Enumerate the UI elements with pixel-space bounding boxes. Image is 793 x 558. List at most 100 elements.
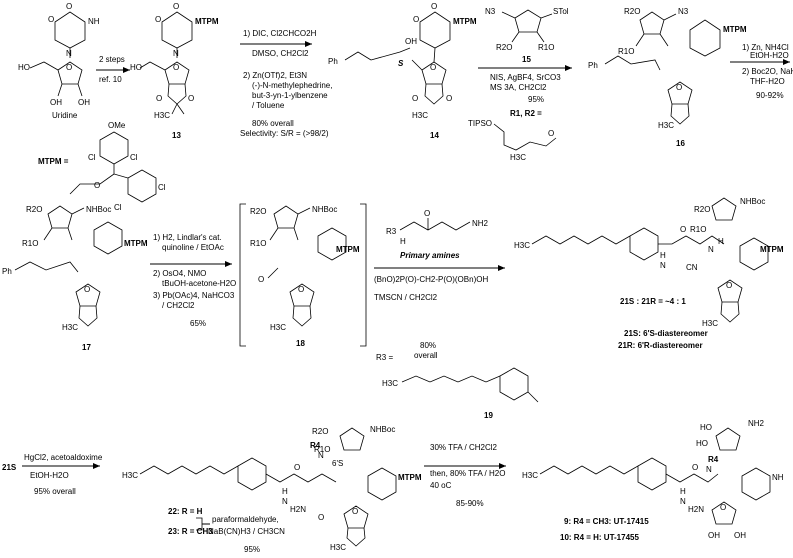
- c13-ring-o: O: [173, 63, 179, 72]
- c14-ph: Ph: [328, 57, 338, 66]
- compound-19-label: 19: [484, 411, 493, 420]
- step9-conditions: 30% TFA / CH2Cl2 then, 80% TFA / H2O 40 …: [430, 443, 505, 508]
- r15-n3: N3: [485, 7, 496, 16]
- c16-n3: N3: [678, 7, 689, 16]
- mtpm-definition: MTPM = OMe Cl Cl Cl Cl O: [38, 121, 166, 212]
- step5-conditions: 1) H2, Lindlar's cat. quinoline / EtOAc …: [153, 233, 236, 328]
- c16-ring-o: O: [676, 83, 682, 92]
- compound-23-label: 23: R = CH3: [168, 527, 213, 536]
- c22-nhboc: NHBoc: [370, 425, 395, 434]
- step1-line2: ref. 10: [99, 75, 122, 84]
- c22-r1o: R1O: [314, 445, 330, 454]
- mtpm-o: O: [94, 181, 100, 190]
- amine-o: O: [424, 209, 430, 218]
- final-10-label: 10: R4 = H: UT-17455: [560, 533, 639, 542]
- c21-r1o: R1O: [690, 225, 706, 234]
- r15-r1o: R1O: [538, 43, 554, 52]
- c17-nhboc: NHBoc: [86, 205, 111, 214]
- compound-16-structure: N3 R2O R1O Ph MTPM O H3C 16: [588, 7, 747, 148]
- compound-13-structure: O O MTPM N O HO O O H3C 13: [130, 2, 219, 140]
- c21-h: H: [660, 251, 666, 260]
- final-ring-o: O: [720, 503, 726, 512]
- uridine-oh2: OH: [78, 98, 90, 107]
- r15-r2o: R2O: [496, 43, 512, 52]
- compound-18-label: 18: [296, 339, 305, 348]
- svg-text:tBuOH-acetone-H2O: tBuOH-acetone-H2O: [162, 279, 236, 288]
- final-o: O: [692, 463, 698, 472]
- uridine-ring-o: O: [66, 63, 72, 72]
- c16-r1o: R1O: [618, 47, 634, 56]
- final-r4: R4: [708, 455, 719, 464]
- c21-n1: N: [660, 261, 666, 270]
- r15-stol: STol: [553, 7, 569, 16]
- step2-conditions: 1) DIC, Cl2CHCO2H DMSO, CH2Cl2 2) Zn(OTf…: [240, 29, 332, 138]
- compound-18-structure: NHBoc R2O R1O MTPM O O H3C 18: [239, 203, 367, 348]
- svg-text:HgCl2, acetoaldoxime: HgCl2, acetoaldoxime: [24, 453, 103, 462]
- svg-text:95%: 95%: [528, 95, 544, 104]
- svg-text:85-90%: 85-90%: [456, 499, 484, 508]
- mtpm-ome: OMe: [108, 121, 126, 130]
- c21-o: O: [680, 225, 686, 234]
- c14-stereo-s: S: [398, 59, 404, 68]
- c18-nhboc: NHBoc: [312, 205, 337, 214]
- step8-line1: paraformaldehyde,: [212, 515, 279, 524]
- final-nh2: NH2: [748, 419, 765, 428]
- svg-text:/ Toluene: / Toluene: [252, 101, 285, 110]
- step8-line2: NaB(CN)H3 / CH3CN: [208, 527, 285, 536]
- c21-r2o: R2O: [694, 205, 710, 214]
- svg-text:90-92%: 90-92%: [756, 91, 784, 100]
- c14-o3: O: [412, 94, 418, 103]
- c17-ring-o: O: [84, 285, 90, 294]
- step1-line1: 2 steps: [99, 55, 125, 64]
- c22-r4: R4: [310, 441, 321, 450]
- c13-ho: HO: [130, 63, 142, 72]
- step4-conditions: 1) Zn, NH4Cl EtOH-H2O 2) Boc2O, NaHCO3 T…: [742, 43, 793, 100]
- uridine-o2: O: [66, 2, 72, 11]
- mtpm-cl1: Cl: [88, 153, 96, 162]
- c16-mtpm: MTPM: [723, 25, 747, 34]
- final-oh2: OH: [734, 531, 746, 540]
- svg-text:2) Boc2O, NaHCO3: 2) Boc2O, NaHCO3: [742, 67, 793, 76]
- c14-o2: O: [431, 2, 437, 11]
- step3-conditions: NIS, AgBF4, SrCO3 MS 3A, CH2Cl2 95% R1, …: [468, 73, 561, 162]
- svg-text:NIS, AgBF4, SrCO3: NIS, AgBF4, SrCO3: [490, 73, 561, 82]
- c22-h3c-2: H3C: [330, 543, 346, 552]
- c21-nhboc: NHBoc: [740, 197, 765, 206]
- c14-oh: OH: [405, 37, 417, 46]
- compound-16-label: 16: [676, 139, 685, 148]
- svg-text:2) Zn(OTf)2, Et3N: 2) Zn(OTf)2, Et3N: [243, 71, 307, 80]
- svg-text:DMSO, CH2Cl2: DMSO, CH2Cl2: [252, 49, 309, 58]
- final-h3c: H3C: [522, 471, 538, 480]
- compound-14-structure: Ph OH S O O MTPM O O O H3C 14: [328, 2, 477, 140]
- compound-14-label: 14: [430, 131, 439, 140]
- c18-aldehyde-o: O: [258, 275, 264, 284]
- svg-text:EtOH-H2O: EtOH-H2O: [750, 51, 789, 60]
- c21-h2: H: [718, 237, 724, 246]
- svg-text:80%: 80%: [420, 341, 436, 350]
- c13-mtpm: MTPM: [195, 17, 219, 26]
- c21-mtpm: MTPM: [760, 245, 784, 254]
- c17-h3c: H3C: [62, 323, 78, 332]
- final-products-structure: H3C H N O R4 N H2N NH2 HO HO NH O OH OH …: [522, 419, 784, 542]
- tipso-label: TIPSO: [468, 119, 492, 128]
- compound-19-structure: H3C 19: [382, 367, 539, 420]
- uridine-nh: NH: [88, 17, 100, 26]
- step7-conditions: HgCl2, acetoaldoxime EtOH-H2O 95% overal…: [24, 453, 103, 496]
- final-ho1: HO: [700, 423, 712, 432]
- c18-r1o: R1O: [250, 239, 266, 248]
- c22-r2o: R2O: [312, 427, 328, 436]
- svg-text:1) H2, Lindlar's cat.: 1) H2, Lindlar's cat.: [153, 233, 222, 242]
- mtpm-def-label: MTPM =: [38, 157, 69, 166]
- c19-h3c: H3C: [382, 379, 398, 388]
- compound-17-structure: NHBoc R2O R1O Ph MTPM O H3C 17: [2, 205, 148, 352]
- c17-r2o: R2O: [26, 205, 42, 214]
- step8-line3: 95%: [244, 545, 260, 554]
- c14-o: O: [413, 15, 419, 24]
- compound-21-structure: H3C H N O H N CN NHBoc R2O R1O MTPM O H3…: [514, 197, 784, 350]
- r3-def: R3 =: [376, 353, 393, 362]
- c16-ph: Ph: [588, 61, 598, 70]
- uridine-n: N: [66, 49, 72, 58]
- c21-n2: N: [708, 245, 714, 254]
- reagent-15-structure: N3 STol R2O R1O 15: [485, 7, 569, 64]
